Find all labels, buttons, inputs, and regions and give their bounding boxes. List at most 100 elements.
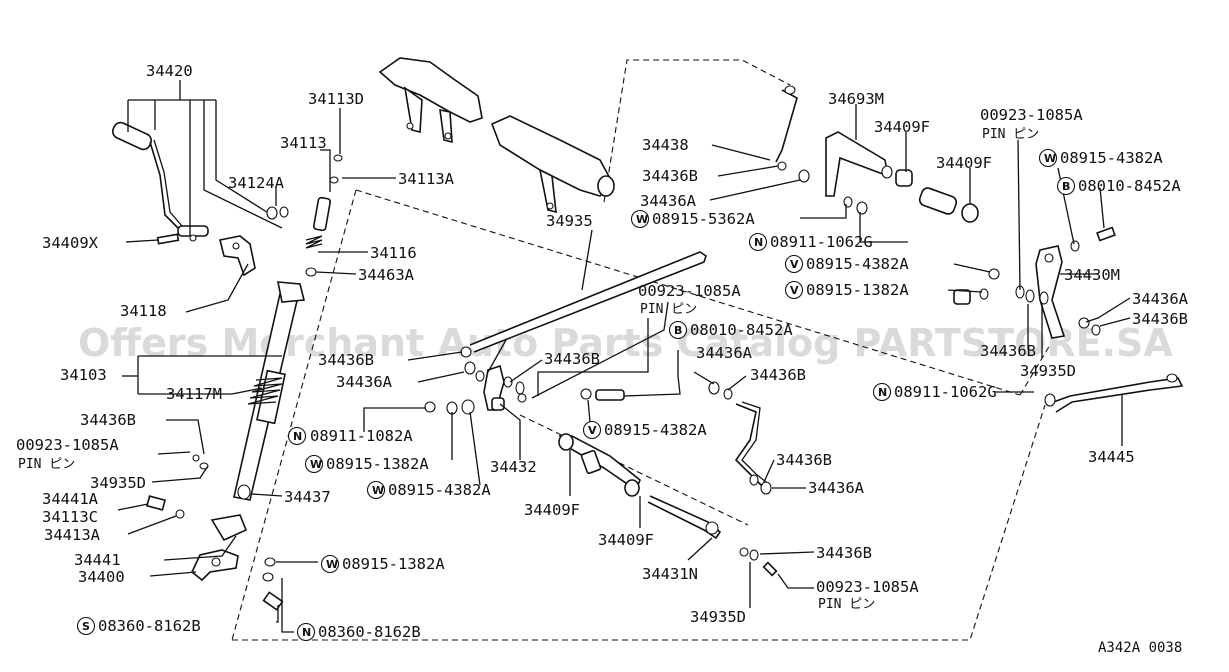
part-label: 34436B	[776, 451, 832, 469]
part-label: 34113	[280, 134, 327, 152]
svg-text:W: W	[326, 558, 338, 571]
part-label: 00923-1085A	[816, 578, 919, 596]
part-label: 34409X	[42, 234, 99, 252]
part-label: 34436B	[544, 350, 600, 368]
pin-text: PIN ピン	[640, 302, 697, 317]
part-label: 34441	[74, 551, 121, 569]
part-label: 34436A	[808, 479, 865, 497]
part-label: 34935D	[90, 474, 146, 492]
pin-text: PIN ピン	[18, 457, 75, 472]
part-label: 34124A	[228, 174, 285, 192]
svg-text:W: W	[636, 213, 648, 226]
part-label: 34409F	[524, 501, 580, 519]
part-label: 34103	[60, 366, 107, 384]
part-label: 08010-8452A	[1078, 177, 1181, 195]
part-label: 08911-1062G	[770, 233, 873, 251]
part-label: 08010-8452A	[690, 321, 793, 339]
prefix-n-icon: N	[287, 426, 307, 446]
part-label: 34437	[284, 488, 331, 506]
prefix-n-icon: N	[872, 382, 892, 402]
part-label: 34436B	[816, 544, 872, 562]
part-label: 34436B	[318, 351, 374, 369]
part-label: 34436A	[640, 192, 697, 210]
part-label: 34438	[642, 136, 689, 154]
prefix-n-icon: N	[748, 232, 768, 252]
svg-text:W: W	[310, 458, 322, 471]
part-label: 34436B	[80, 411, 136, 429]
center-linkage	[424, 346, 778, 577]
part-label: 34409F	[874, 118, 930, 136]
part-label: 34445	[1088, 448, 1135, 466]
part-label: 34436A	[1132, 290, 1189, 308]
svg-text:N: N	[878, 386, 887, 399]
dashed-boundaries	[231, 59, 1051, 641]
part-label: 34118	[120, 302, 167, 320]
part-label: 08915-4382A	[1060, 149, 1163, 167]
part-label: 34432	[490, 458, 537, 476]
part-label: 34409F	[598, 531, 654, 549]
part-label: 00923-1085A	[16, 436, 119, 454]
part-label: 34116	[370, 244, 417, 262]
part-label: 34441A	[42, 490, 99, 508]
part-label: 34113A	[398, 170, 455, 188]
part-label: 34436B	[1132, 310, 1188, 328]
shift-lever-assembly	[111, 80, 289, 277]
svg-text:V: V	[588, 424, 597, 437]
part-label: 34117M	[166, 385, 222, 403]
part-label: 08915-4382A	[604, 421, 707, 439]
prefix-v-icon: V	[784, 280, 804, 300]
part-label: 34413A	[44, 526, 101, 544]
prefix-n-icon: N	[296, 622, 316, 642]
part-label: 34436B	[642, 167, 698, 185]
svg-text:W: W	[1044, 152, 1056, 165]
svg-text:N: N	[302, 626, 311, 639]
shift-rod-assembly	[145, 154, 343, 611]
part-label: 34400	[78, 568, 125, 586]
svg-text:B: B	[1062, 180, 1070, 193]
prefix-w-icon: W	[304, 454, 324, 474]
part-label: 34436A	[336, 373, 393, 391]
svg-text:V: V	[790, 284, 799, 297]
part-label: 34420	[146, 62, 193, 80]
prefix-s-icon: S	[76, 616, 96, 636]
prefix-w-icon: W	[1038, 148, 1058, 168]
pin-text: PIN ピン	[818, 597, 875, 612]
part-label: 34935D	[690, 608, 746, 626]
prefix-v-icon: V	[582, 420, 602, 440]
part-label: 34436B	[980, 342, 1036, 360]
part-label: 34409F	[936, 154, 992, 172]
part-label: 08360-8162B	[318, 623, 421, 641]
svg-text:S: S	[82, 620, 90, 633]
part-label: 08911-1062G	[894, 383, 997, 401]
part-label: 00923-1085A	[980, 106, 1083, 124]
prefix-b-icon: B	[1056, 176, 1076, 196]
part-label: 34113D	[308, 90, 364, 108]
svg-text:B: B	[674, 324, 682, 337]
prefix-w-icon: W	[320, 554, 340, 574]
part-label: 00923-1085A	[638, 282, 741, 300]
transmission-shift-shaft	[378, 57, 615, 214]
part-label: 08360-8162B	[98, 617, 201, 635]
part-label: 08915-1382A	[806, 281, 909, 299]
part-label: 34935	[546, 212, 593, 230]
prefix-circles: W B W N V V B N V N W W W S N	[76, 148, 1076, 642]
prefix-b-icon: B	[668, 320, 688, 340]
part-label: 34431N	[642, 565, 698, 583]
part-label: 08915-1382A	[326, 455, 429, 473]
svg-text:V: V	[790, 258, 799, 271]
svg-text:W: W	[372, 484, 384, 497]
part-label: 34430M	[1064, 266, 1120, 284]
watermark-text: Offers Merchant Auto Parts Catalog PARTS…	[78, 321, 1173, 365]
prefix-w-icon: W	[630, 209, 650, 229]
part-label: 34693M	[828, 90, 884, 108]
part-label: 08915-4382A	[388, 481, 491, 499]
svg-text:N: N	[293, 430, 302, 443]
part-label: 34463A	[358, 266, 415, 284]
part-label: 08915-1382A	[342, 555, 445, 573]
part-label: 34436B	[750, 366, 806, 384]
leader-lines	[117, 104, 1131, 633]
part-label: 34436A	[696, 344, 753, 362]
long-rod-34935	[469, 251, 707, 353]
